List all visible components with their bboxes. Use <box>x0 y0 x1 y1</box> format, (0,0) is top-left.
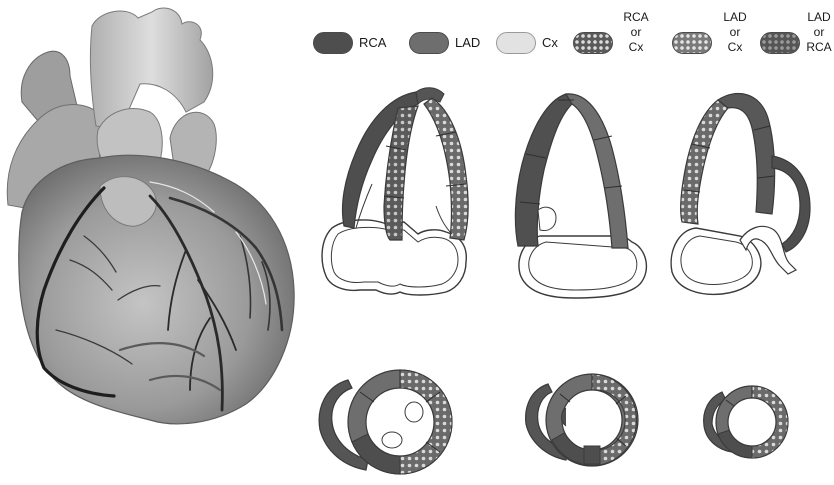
apical-lv-cavity <box>728 398 776 446</box>
four-chamber-view-icon <box>322 88 468 295</box>
aorta-shape <box>90 8 212 130</box>
mid-lv-cavity <box>562 390 622 450</box>
two-chamber-view-icon <box>515 94 646 298</box>
long-axis-anterior-wall <box>718 94 775 214</box>
four-chamber-lateral-wall <box>424 98 468 240</box>
short-axis-apical-icon <box>704 386 788 458</box>
basal-papillary-2 <box>382 432 402 448</box>
basal-papillary-1 <box>405 402 423 422</box>
long-axis-posterior-wall <box>681 100 728 224</box>
short-axis-mid-icon <box>526 374 638 466</box>
long-axis-view-icon <box>671 94 810 295</box>
basal-lv-cavity <box>366 388 434 456</box>
mid-papillary-notch <box>584 446 600 464</box>
ventricles-shape <box>19 155 294 424</box>
short-axis-basal-icon <box>319 370 452 474</box>
heart-illustration-icon <box>7 8 294 424</box>
two-chamber-mitral-shape <box>538 207 556 230</box>
two-chamber-anterior-wall <box>566 94 628 248</box>
